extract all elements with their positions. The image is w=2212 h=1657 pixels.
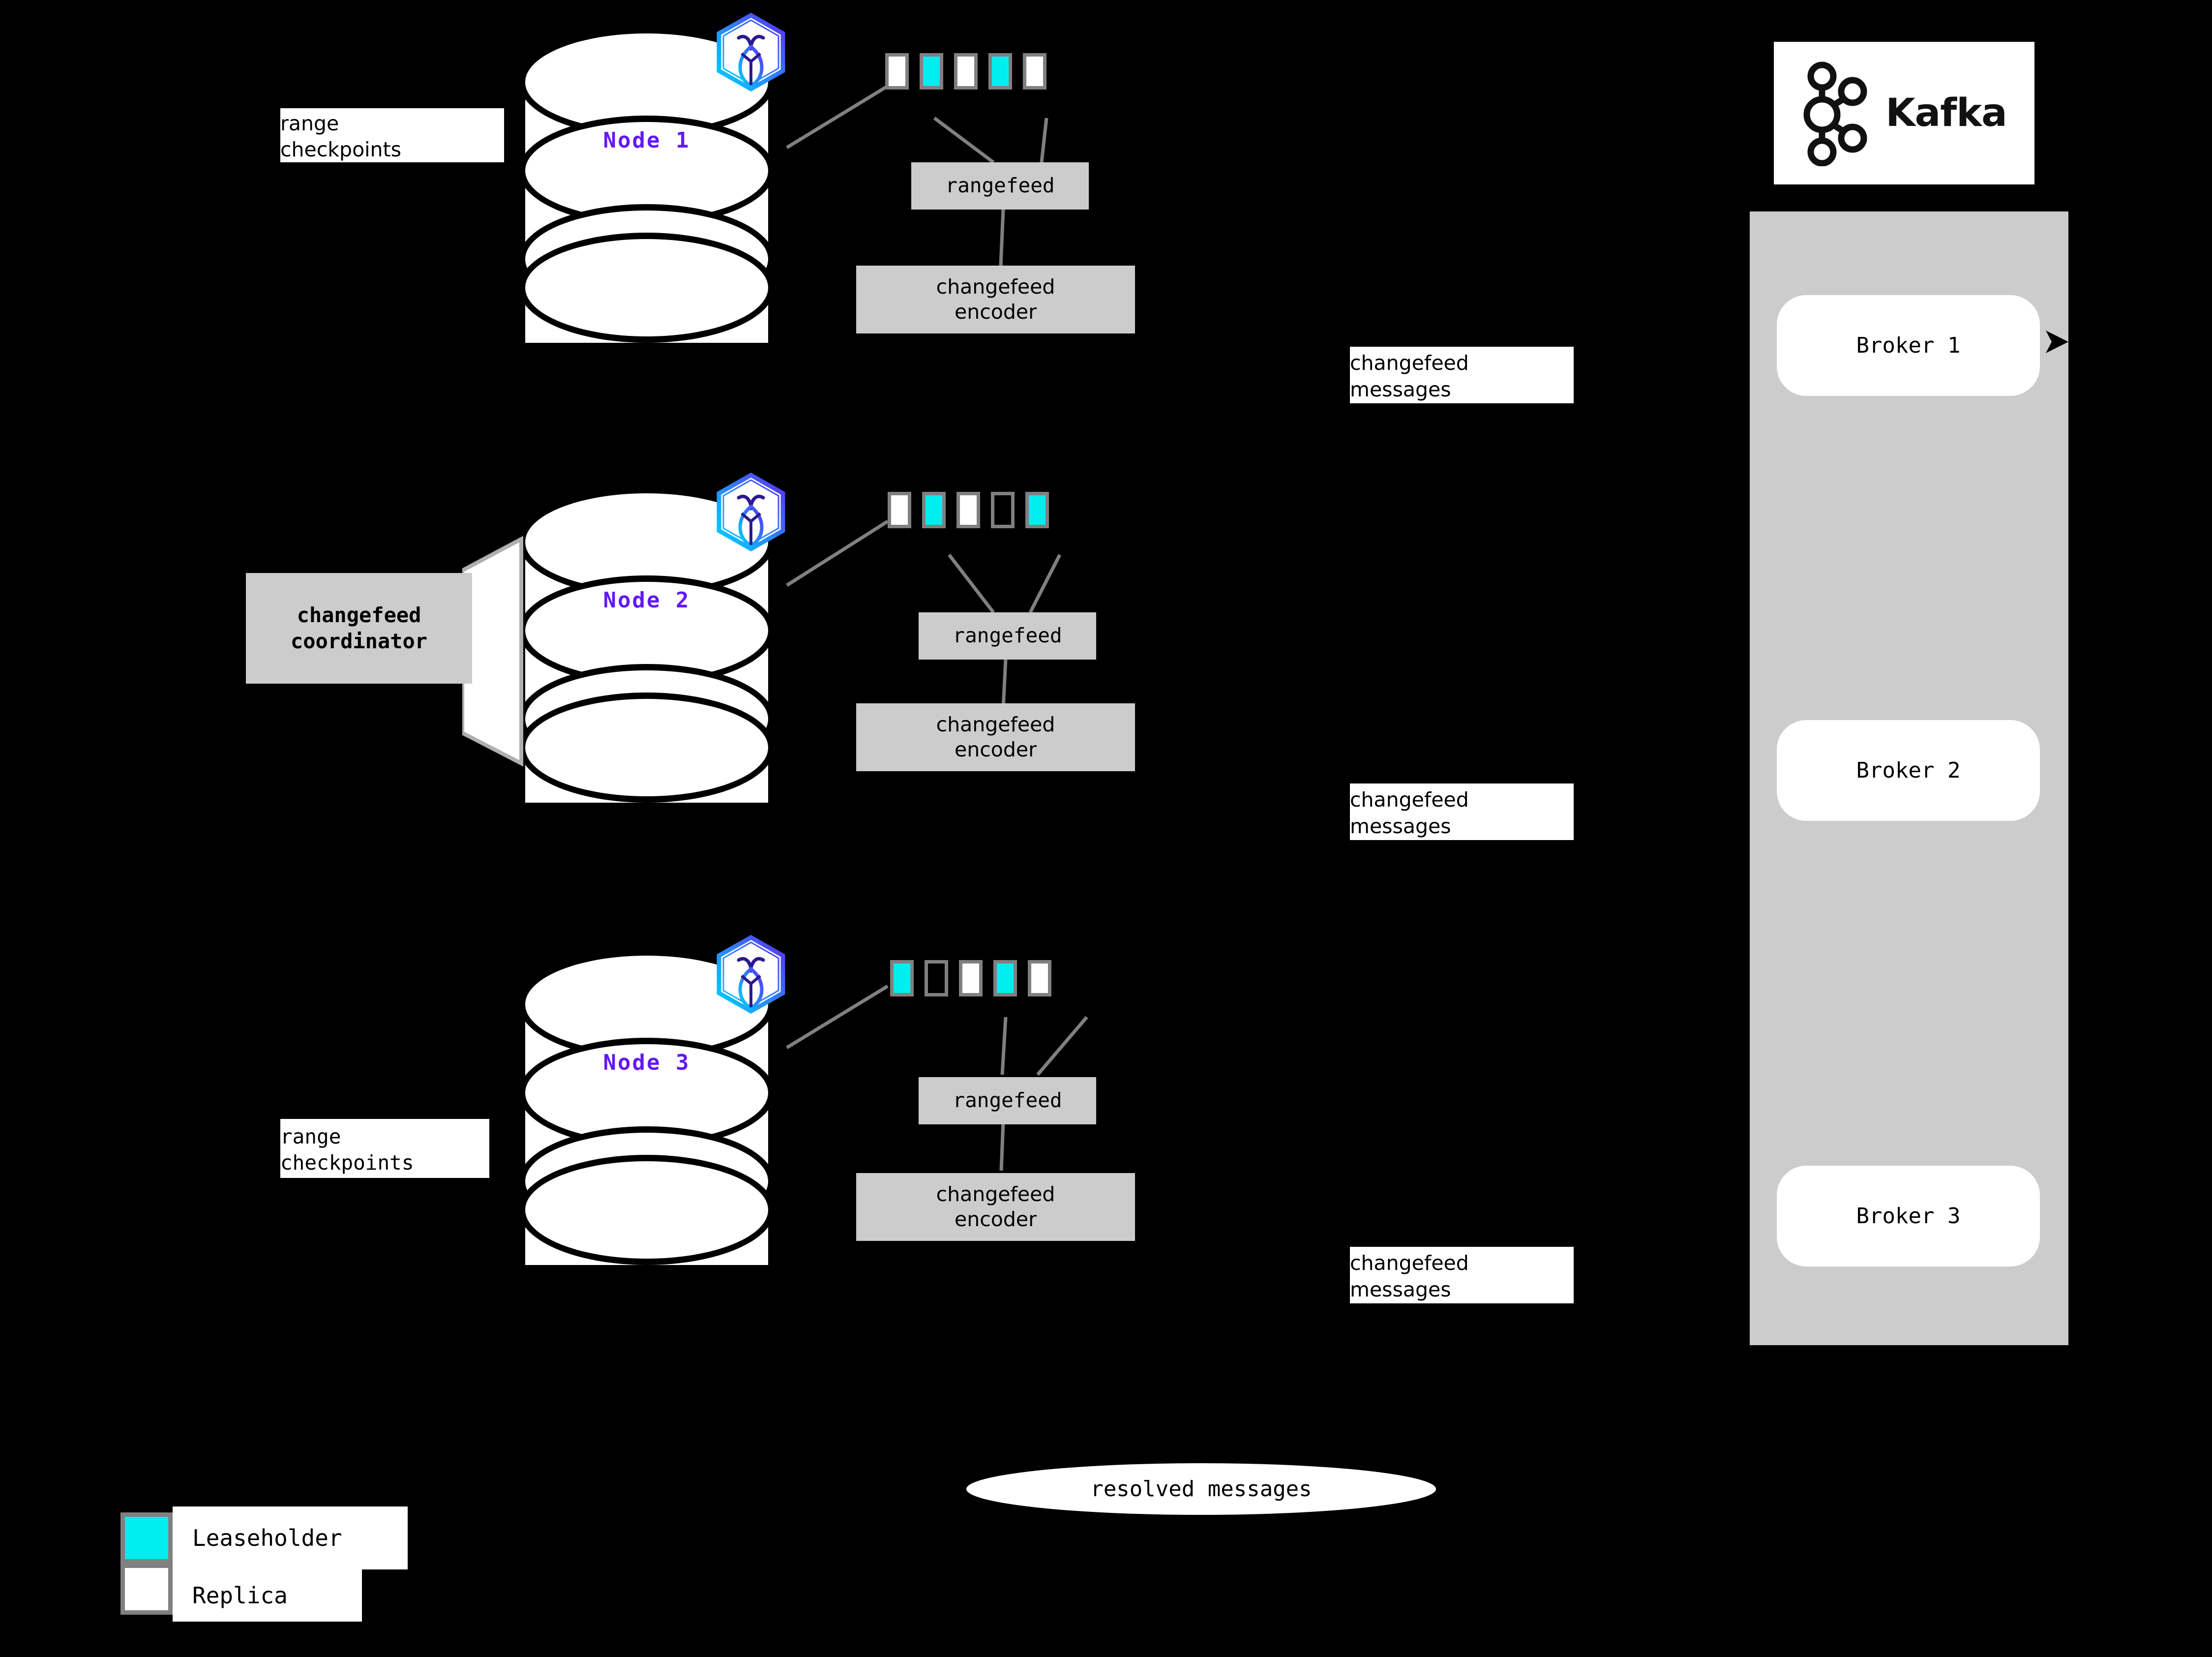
legend-text-replica: Replica <box>192 1582 288 1609</box>
range-box[interactable] <box>888 492 911 528</box>
ranges-node-1 <box>885 53 1046 90</box>
coordinator-label-line2: coordinator <box>290 629 428 653</box>
range-checkpoints-line1: range <box>280 111 339 135</box>
cockroachdb-hexagon-icon <box>714 12 788 92</box>
range-box[interactable] <box>1023 53 1046 90</box>
changefeed-messages-line2: messages <box>1350 1277 1451 1301</box>
broker-label: Broker 2 <box>1856 758 1961 783</box>
broker-label: Broker 3 <box>1856 1204 1961 1229</box>
coordinator-connector-panel <box>462 536 523 767</box>
changefeed-encoder-box-2[interactable]: changefeed encoder <box>856 703 1135 771</box>
rangefeed-box-1[interactable]: rangefeed <box>911 162 1089 210</box>
resolved-messages-pill[interactable]: resolved messages <box>966 1463 1436 1515</box>
rangefeed-label: rangefeed <box>953 1088 1062 1113</box>
node-label-2: Node 2 <box>603 588 690 613</box>
cylinder-disc-bottom <box>519 233 775 343</box>
node-cylinder-1 <box>519 27 775 343</box>
rangefeed-box-2[interactable]: rangefeed <box>919 612 1096 660</box>
changefeed-messages-label-3: changefeed messages <box>1350 1247 1574 1303</box>
changefeed-encoder-box-3[interactable]: changefeed encoder <box>856 1173 1135 1241</box>
node-label-1: Node 1 <box>603 128 690 153</box>
broker-label: Broker 1 <box>1856 333 1961 358</box>
coordinator-label-line1: changefeed <box>297 603 421 627</box>
ranges-node-3 <box>890 960 1051 996</box>
encoder-label-line1: changefeed <box>936 274 1055 299</box>
legend-swatch-leaseholder <box>120 1512 173 1564</box>
range-box[interactable] <box>954 53 978 90</box>
kafka-wordmark: Kafka <box>1885 91 2007 135</box>
node-cylinder-3 <box>519 949 775 1265</box>
ranges-node-2 <box>888 492 1049 528</box>
node-label-3: Node 3 <box>603 1050 690 1075</box>
encoder-label-line1: changefeed <box>936 1182 1055 1206</box>
rangefeed-box-3[interactable]: rangefeed <box>919 1077 1096 1124</box>
changefeed-messages-line2: messages <box>1350 377 1451 401</box>
rangefeed-label: rangefeed <box>953 624 1062 648</box>
changefeed-encoder-box-1[interactable]: changefeed encoder <box>856 266 1135 333</box>
range-box[interactable] <box>885 53 909 90</box>
legend-swatch-replica <box>120 1564 173 1615</box>
range-checkpoints-line1: range <box>280 1124 341 1148</box>
kafka-nodes-icon <box>1803 61 1867 166</box>
range-box[interactable] <box>959 960 983 996</box>
changefeed-messages-line1: changefeed <box>1350 788 1469 812</box>
cockroachdb-hexagon-icon <box>714 934 788 1014</box>
rangefeed-label: rangefeed <box>945 174 1055 198</box>
cockroachdb-hexagon-icon <box>714 472 788 552</box>
range-box[interactable] <box>890 960 914 996</box>
changefeed-messages-line2: messages <box>1350 814 1451 838</box>
encoder-label-line2: encoder <box>955 738 1037 761</box>
range-box[interactable] <box>922 492 946 528</box>
broker-box-3[interactable]: Broker 3 <box>1777 1166 2040 1266</box>
range-checkpoints-label-1: range checkpoints <box>280 108 504 162</box>
legend-label-leaseholder: Leaseholder <box>173 1506 408 1569</box>
range-box[interactable] <box>993 960 1017 996</box>
range-box[interactable] <box>1028 960 1051 996</box>
legend-label-replica: Replica <box>173 1569 362 1622</box>
range-checkpoints-line2: checkpoints <box>280 138 401 161</box>
range-checkpoints-line2: checkpoints <box>280 1151 414 1175</box>
changefeed-messages-label-1: changefeed messages <box>1350 347 1574 403</box>
cylinder-disc-bottom <box>519 1155 775 1265</box>
node-cylinder-2 <box>519 487 775 803</box>
range-box[interactable] <box>920 53 943 90</box>
resolved-messages-label: resolved messages <box>1090 1476 1312 1502</box>
encoder-label-line1: changefeed <box>936 712 1055 736</box>
range-box[interactable] <box>988 53 1012 90</box>
broker-box-2[interactable]: Broker 2 <box>1777 720 2040 821</box>
broker-box-1[interactable]: Broker 1 <box>1777 295 2040 396</box>
range-box[interactable] <box>1025 492 1049 528</box>
changefeed-coordinator-box[interactable]: changefeed coordinator <box>246 573 472 684</box>
changefeed-messages-label-2: changefeed messages <box>1350 783 1574 840</box>
changefeed-messages-line1: changefeed <box>1350 351 1469 375</box>
range-box[interactable] <box>925 960 948 996</box>
legend-text-leaseholder: Leaseholder <box>192 1525 342 1551</box>
encoder-label-line2: encoder <box>955 300 1037 324</box>
kafka-logo-box: Kafka <box>1774 42 2034 184</box>
range-box[interactable] <box>957 492 980 528</box>
encoder-label-line2: encoder <box>955 1207 1037 1231</box>
range-box[interactable] <box>991 492 1015 528</box>
changefeed-messages-line1: changefeed <box>1350 1251 1469 1275</box>
range-checkpoints-label-3: range checkpoints <box>280 1119 489 1178</box>
